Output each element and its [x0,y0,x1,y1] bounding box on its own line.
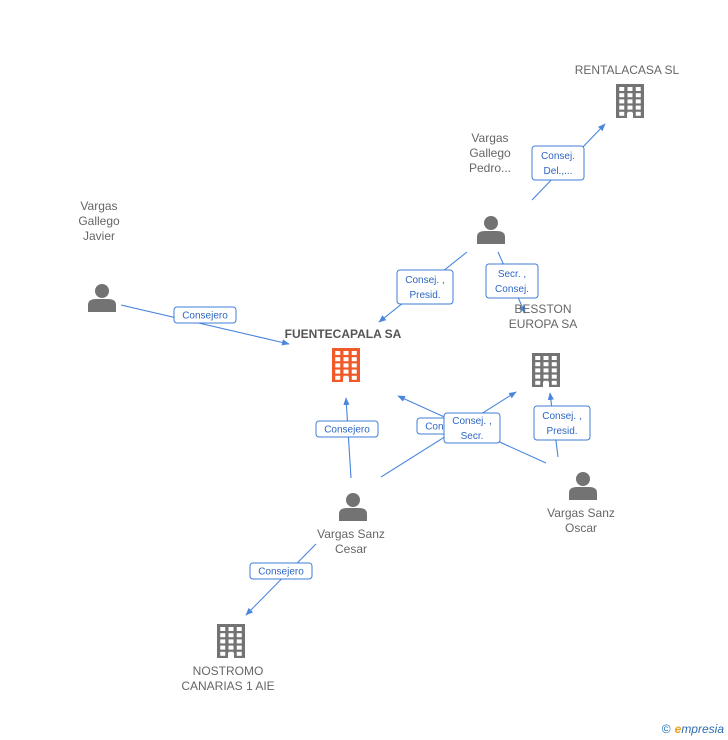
nodes-layer: FUENTECAPALA SA RENTALACASA SL BESSTONEURO… [78,63,679,693]
node-label: Pedro... [469,161,511,175]
edge-label-box [249,562,313,580]
person-icon [339,493,367,521]
node-label: CANARIAS 1 AIE [181,679,274,693]
edge-label-box [531,145,585,181]
node-rentalacasa[interactable]: RENTALACASA SL [575,63,680,118]
edge-label-vs_oscar-to-besston[interactable]: Consej. , Presid. [533,405,591,441]
node-vg_pedro[interactable]: VargasGallegoPedro... [469,131,511,244]
edge-label-vs_cesar-to-nostromo[interactable]: Consejero [249,562,313,580]
edge-label-text: Consej. , [542,411,581,422]
edge-label-text: Consejero [258,567,304,578]
node-label: Vargas [80,199,117,213]
edge-label-text: Secr. , [498,269,526,280]
edge-labels-layer: Consej. Del.,... Consej. , Presid. Secr. , Co… [173,145,591,580]
building-icon [532,353,560,387]
edge-label-box [315,420,379,438]
edge-label-text: Presid. [546,426,577,437]
brand-initial: e [674,722,682,736]
footer-brand: ©empresia [662,722,724,736]
node-label: RENTALACASA SL [575,63,680,77]
building-icon [332,348,360,382]
edge-label-box [173,306,237,324]
edge-label-text: Consejero [324,425,370,436]
edge-label-box [396,269,454,305]
node-fuentecapala[interactable]: FUENTECAPALA SA [285,327,402,382]
node-label: Vargas Sanz [547,506,615,520]
edge-label-text: Consej. , [405,275,444,286]
node-label: Gallego [78,214,120,228]
node-label: Oscar [565,521,597,535]
edge-label-text: Presid. [409,290,440,301]
brand-name: mpresia [681,722,724,736]
edge-vg_javier-to-fuentecapala [120,304,290,346]
edge-label-vs_oscar-to-fuentecapala[interactable]: Consej. , Secr. [443,412,501,444]
edge-label-text: Consej. , [452,416,491,427]
edge-label-vg_pedro-to-rentalacasa[interactable]: Consej. Del.,... [531,145,585,181]
node-label: Vargas [471,131,508,145]
node-label: Vargas Sanz [317,527,385,541]
edge-label-text: Secr. [461,431,484,442]
edge-label-vg_pedro-to-fuentecapala[interactable]: Consej. , Presid. [396,269,454,305]
edge-label-text: Del.,... [544,166,573,177]
node-label: Javier [83,229,115,243]
person-icon [569,472,597,500]
edge-label-box [533,405,591,441]
edge-label-vs_cesar-to-fuentecapala[interactable]: Consejero [315,420,379,438]
node-label: Gallego [469,146,511,160]
copyright-symbol: © [661,722,671,736]
edge-label-text: Consej. [541,151,575,162]
node-label: BESSTON [514,302,571,316]
edge-label-box [443,412,501,444]
person-icon [477,216,505,244]
edge-vs_cesar-to-fuentecapala [343,397,352,479]
edge-label-text: Consejero [182,311,228,322]
node-label: EUROPA SA [509,317,577,331]
building-icon [217,624,245,658]
edge-label-vg_pedro-to-besston[interactable]: Secr. , Consej. [485,263,539,299]
edge-label-box [485,263,539,299]
edge-label-text: Consej. [495,284,529,295]
node-label: Cesar [335,542,367,556]
person-icon [88,284,116,312]
edge-label-vg_javier-to-fuentecapala[interactable]: Consejero [173,306,237,324]
node-label: FUENTECAPALA SA [285,327,402,341]
building-icon [616,84,644,118]
node-label: NOSTROMO [193,664,264,678]
